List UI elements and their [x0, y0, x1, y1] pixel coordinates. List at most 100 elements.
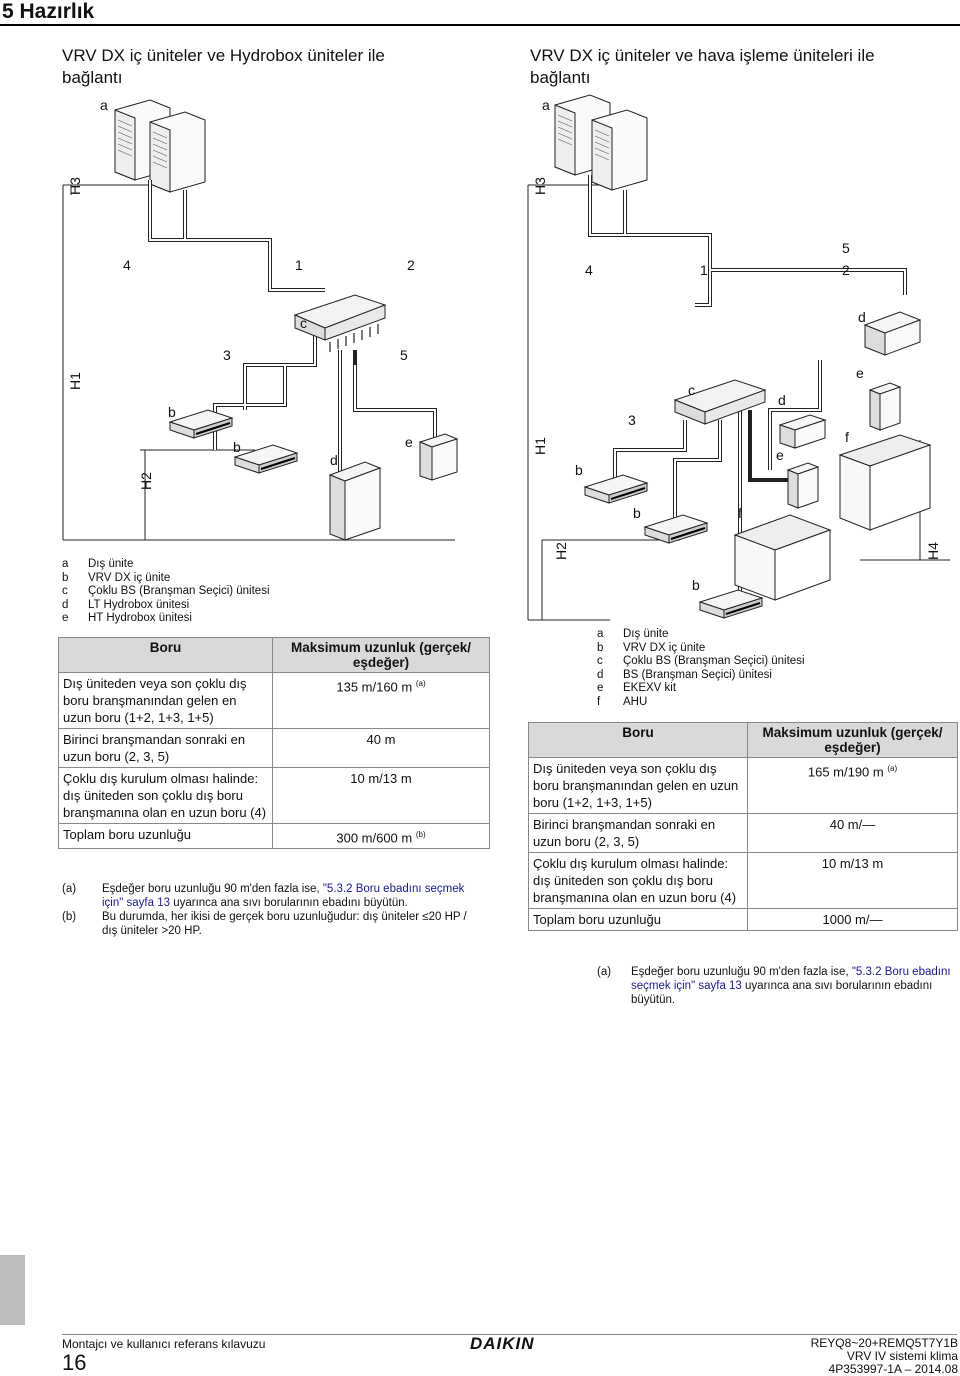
label-h3: H3 [67, 177, 83, 195]
outdoor-unit-icons [114, 99, 206, 193]
section-title: 5 Hazırlık [2, 0, 95, 23]
row-pipe-label: Çoklu dış kurulum olması halinde: dış ün… [58, 767, 273, 824]
right-piping-diagram: a 4 1 5 2 d e c d 3 f e b b f b H3 H1 H2… [527, 94, 950, 621]
label-n5: 5 [400, 347, 408, 363]
label-b2: b [633, 505, 641, 521]
row-pipe-label: Dış üniteden veya son çoklu dış boru bra… [58, 672, 273, 729]
label-h4: H4 [925, 542, 941, 560]
row-pipe-label: Birinci branşmandan sonraki en uzun boru… [528, 813, 748, 853]
left-footnotes: (a)Eşdeğer boru uzunluğu 90 m'den fazla … [62, 882, 482, 938]
label-b1: b [575, 462, 583, 478]
label-a: a [542, 97, 550, 113]
label-f1: f [845, 429, 849, 445]
label-n3: 3 [223, 347, 231, 363]
left-length-table: Boru Maksimum uzunluk (gerçek/ eşdeğer) … [58, 637, 490, 850]
label-n4: 4 [585, 262, 593, 278]
right-title-line2: bağlantı [530, 68, 591, 87]
label-n2: 2 [842, 262, 850, 278]
row-pipe-label: Dış üniteden veya son çoklu dış boru bra… [528, 757, 748, 814]
ht-hydrobox-icon [418, 433, 459, 481]
footer-model: REYQ8~20+REMQ5T7Y1B [810, 1336, 958, 1350]
label-n5: 5 [842, 240, 850, 256]
left-piping-diagram: a 4 1 2 c 3 5 b b e d H3 H1 H2 [62, 97, 459, 541]
side-tab [0, 1255, 25, 1325]
row-value: 165 m/190 m (a) [747, 757, 958, 814]
label-d2: d [778, 392, 786, 408]
label-n1: 1 [700, 262, 708, 278]
right-column-title: VRV DX iç üniteler ve hava işleme ünitel… [530, 45, 875, 89]
label-b1: b [168, 404, 176, 420]
label-d: d [330, 452, 338, 468]
footer-page-number: 16 [62, 1350, 87, 1375]
label-h1: H1 [67, 372, 83, 390]
col-header-max-length: Maksimum uzunluk (gerçek/ eşdeğer) [747, 722, 958, 758]
table-row: Çoklu dış kurulum olması halinde: dış ün… [528, 852, 958, 909]
table-row: Dış üniteden veya son çoklu dış boru bra… [528, 757, 958, 814]
label-b2: b [233, 439, 241, 455]
label-e2: e [776, 447, 784, 463]
footer-doc: 4P353997-1A – 2014.08 [828, 1362, 958, 1376]
label-n3: 3 [628, 412, 636, 428]
label-h3: H3 [532, 177, 548, 195]
total-value: 300 m/600 m (b) [272, 822, 490, 850]
table-row: Birinci branşmandan sonraki en uzun boru… [528, 813, 958, 853]
footer-manual-title: Montajcı ve kullanıcı referans kılavuzu [62, 1337, 266, 1351]
total-value: 1000 m/— [747, 908, 958, 931]
table-row-total: Toplam boru uzunluğu 1000 m/— [528, 908, 958, 931]
total-label: Toplam boru uzunluğu [528, 908, 748, 931]
bs-unit-icon-2 [778, 414, 827, 449]
ahu-icons [733, 434, 932, 601]
table-row: Çoklu dış kurulum olması halinde: dış ün… [58, 767, 490, 824]
label-d1: d [858, 309, 866, 325]
footer-right: REYQ8~20+REMQ5T7Y1B VRV IV sistemi klima… [811, 1337, 958, 1376]
label-h2: H2 [138, 472, 154, 490]
page-header [0, 0, 960, 26]
left-column-title: VRV DX iç üniteler ve Hydrobox üniteler … [62, 45, 385, 89]
bs-selector-icon [673, 379, 767, 425]
col-header-pipe: Boru [58, 637, 273, 673]
daikin-logo: DAIKIN [470, 1334, 535, 1353]
label-n1: 1 [295, 257, 303, 273]
outdoor-unit-icons [554, 94, 648, 191]
footnote-b: (b)Bu durumda, her ikisi de gerçek boru … [62, 911, 467, 937]
indoor-unit-icons [583, 474, 764, 619]
table-row: Dış üniteden veya son çoklu dış boru bra… [58, 672, 490, 729]
left-title-line2: bağlantı [62, 68, 123, 87]
page-link[interactable]: "5.3.2 Boru ebadını seçmek için" sayfa 1… [102, 883, 465, 909]
row-pipe-label: Çoklu dış kurulum olması halinde: dış ün… [528, 852, 748, 909]
label-h2: H2 [553, 542, 569, 560]
bs-selector-icon [293, 294, 387, 352]
table-row-total: Toplam boru uzunluğu 300 m/600 m (b) [58, 822, 490, 850]
left-title-line1: VRV DX iç üniteler ve Hydrobox üniteler … [62, 46, 385, 65]
label-n2: 2 [407, 257, 415, 273]
table-row: Birinci branşmandan sonraki en uzun boru… [58, 728, 490, 768]
page-link[interactable]: "5.3.2 Boru ebadını seçmek için" sayfa 1… [631, 966, 951, 992]
ekexv-kit-icon [786, 382, 902, 509]
row-value: 40 m/— [747, 813, 958, 853]
footnote-a: (a)Eşdeğer boru uzunluğu 90 m'den fazla … [597, 966, 951, 1006]
row-value: 135 m/160 m (a) [272, 672, 490, 729]
label-a: a [100, 97, 108, 113]
label-c: c [688, 382, 695, 398]
indoor-unit-icons [168, 409, 299, 474]
row-value: 10 m/13 m [272, 767, 490, 824]
label-e1: e [856, 365, 864, 381]
bs-unit-icon [863, 311, 922, 356]
row-value: 40 m [272, 728, 490, 768]
label-f2: f [738, 505, 742, 521]
label-e: e [405, 434, 413, 450]
label-c: c [300, 315, 307, 331]
